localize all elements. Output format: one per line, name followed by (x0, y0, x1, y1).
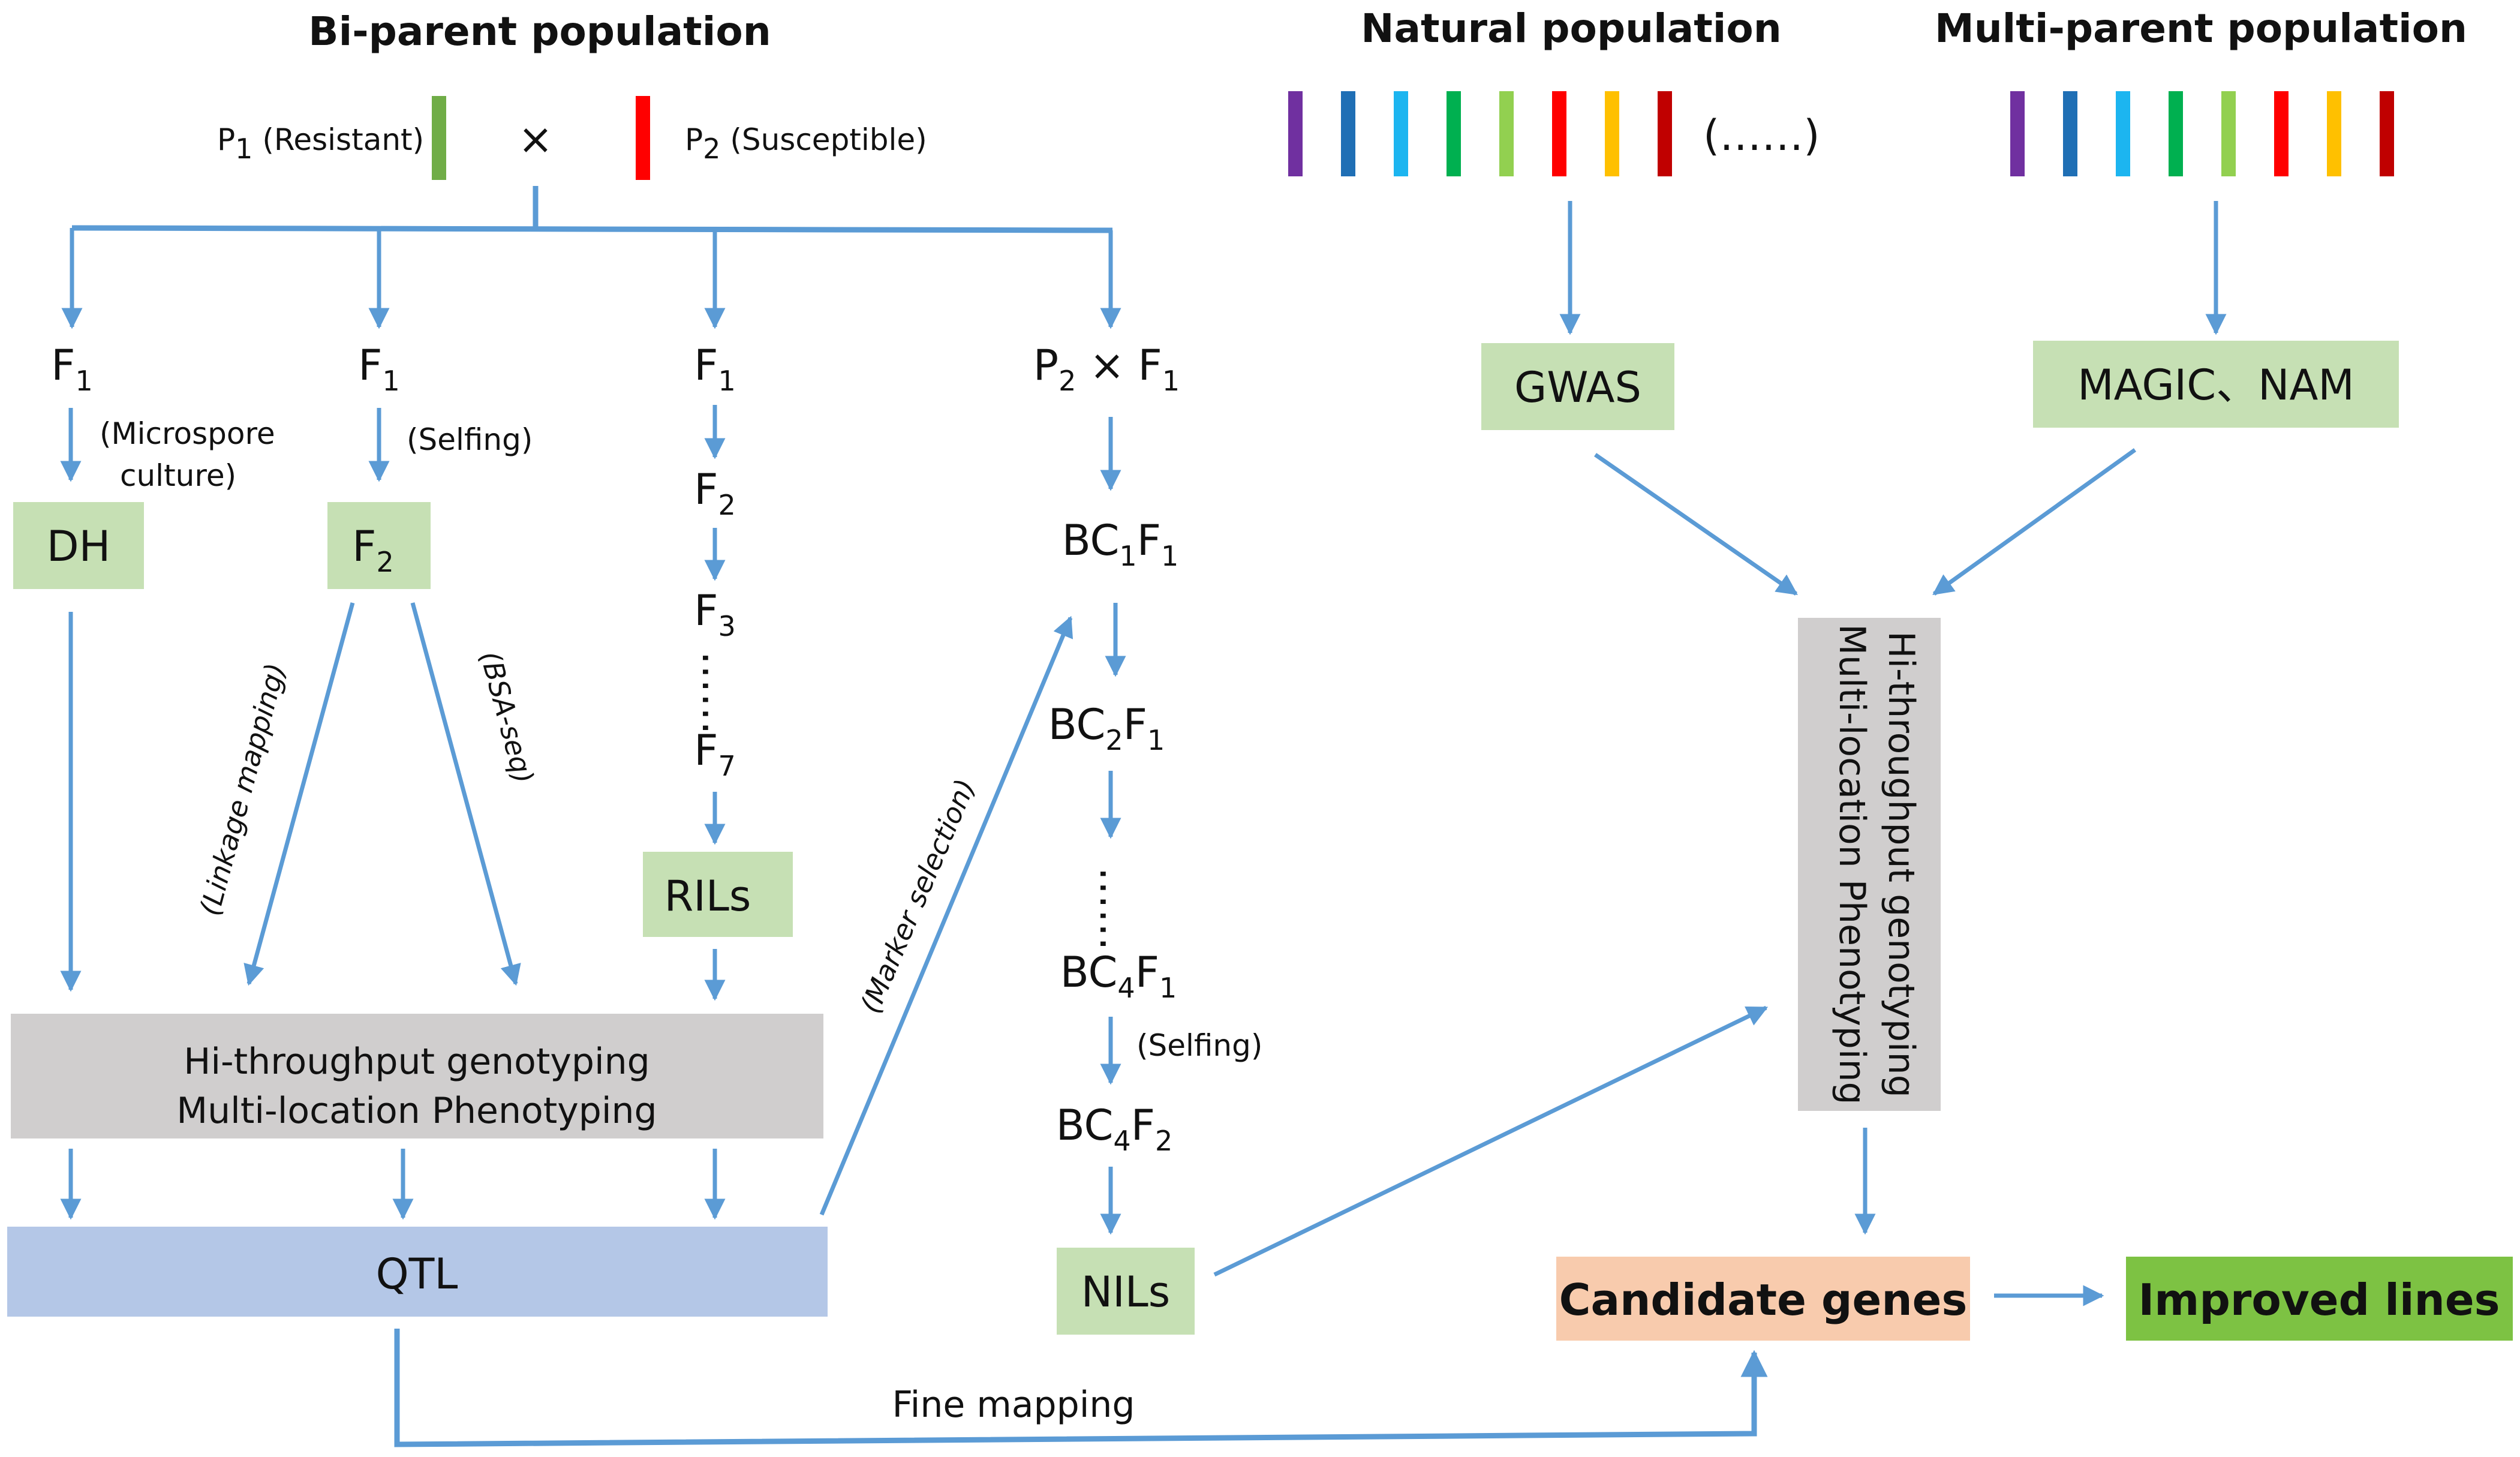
multiparent-population-bar-7 (2327, 91, 2341, 176)
gwas-box (1481, 343, 1674, 430)
fine-mapping-arrow (394, 1329, 1768, 1447)
f2-box (327, 502, 431, 589)
dh-box-label: DH (47, 522, 111, 571)
geno-pheno-box (11, 1014, 823, 1138)
dh-note-line1: (Microspore (100, 416, 275, 451)
ril-f7-label: F7 (694, 726, 736, 782)
heading-natural: Natural population (1361, 5, 1781, 52)
multiparent-population-bars (2010, 91, 2394, 176)
geno-to-qtl-arrows (60, 1149, 726, 1220)
bc1f1-label: BC1F1 (1062, 516, 1179, 572)
natural-population-bar-3 (1394, 91, 1408, 176)
natural-population-bar-2 (1341, 91, 1355, 176)
magic-nam-box (2033, 341, 2399, 428)
distribution-arrows (61, 228, 1121, 329)
vertical-geno-pheno-line2: Multi-location Phenotyping (1831, 624, 1873, 1104)
parent-2-bar (636, 96, 650, 180)
backcross-top-label: P2 × F1 (1033, 341, 1180, 397)
gwas-to-vertical-box-arrow (1594, 453, 1798, 596)
magic-nam-box-label: MAGIC、NAM (2077, 361, 2354, 410)
bc2f1-label: BC2F1 (1048, 700, 1165, 756)
marker-selection-arrow (819, 615, 1073, 1216)
natural-population-bar-7 (1605, 91, 1619, 176)
geno-pheno-line1: Hi-throughput genotyping (184, 1041, 650, 1083)
f2-branch-f1-label: F1 (358, 341, 400, 397)
natural-population-bar-6 (1552, 91, 1566, 176)
bc4-selfing-note: (Selfing) (1136, 1028, 1262, 1063)
linkage-mapping-arrow (243, 602, 355, 986)
dh-f1-label: F1 (51, 341, 93, 397)
qtl-box (7, 1227, 828, 1317)
natural-population-bar-5 (1499, 91, 1514, 176)
improved-lines-label: Improved lines (2139, 1275, 2500, 1325)
gwas-box-label: GWAS (1514, 363, 1641, 412)
improved-lines-box (2126, 1257, 2513, 1341)
vertical-geno-pheno-line1: Hi-throughput genotyping (1880, 631, 1922, 1098)
ril-f1-label: F1 (694, 341, 736, 397)
multiparent-population-bar-3 (2116, 91, 2130, 176)
multiparent-population-bar-5 (2221, 91, 2236, 176)
backcross-dots: …… (1090, 867, 1139, 951)
natural-population-bar-4 (1447, 91, 1461, 176)
candidate-genes-box (1556, 1257, 1970, 1341)
heading-biparent: Bi-parent population (308, 8, 771, 55)
geno-pheno-line2: Multi-location Phenotyping (176, 1090, 657, 1132)
dh-note-line2: culture) (120, 458, 236, 493)
candidate-genes-label: Candidate genes (1559, 1275, 1968, 1325)
rils-box (643, 852, 793, 937)
multiparent-population-bar-8 (2380, 91, 2394, 176)
heading-multiparent: Multi-parent population (1935, 5, 2467, 52)
rils-box-label: RILs (664, 872, 751, 921)
parent-2-label: P2 (Susceptible) (685, 122, 927, 165)
nils-to-vertical-box-arrow (1213, 1005, 1769, 1277)
f2-box-label: F2 (352, 522, 394, 578)
dh-box (13, 502, 144, 589)
natural-population-bars (1288, 91, 1672, 176)
parent-1-bar (432, 96, 446, 180)
bc4f1-label: BC4F1 (1060, 948, 1177, 1004)
natural-population-bar-8 (1658, 91, 1672, 176)
multiparent-population-bar-1 (2010, 91, 2025, 176)
f2-branch-selfing-note: (Selfing) (407, 422, 533, 457)
bsa-seq-label: (BSA-seq) (474, 648, 540, 787)
parent-1-label: P1 (Resistant) (217, 122, 424, 165)
qtl-box-label: QTL (376, 1249, 458, 1299)
natural-ellipsis: (……) (1703, 111, 1820, 160)
multiparent-population-bar-4 (2169, 91, 2183, 176)
vertical-geno-pheno-box (1798, 618, 1941, 1111)
bc4f2-label: BC4F2 (1056, 1101, 1173, 1157)
cross-symbol: × (518, 115, 554, 164)
natural-population-bar-1 (1288, 91, 1303, 176)
bsa-seq-arrow (410, 602, 521, 986)
multiparent-population-bar-6 (2274, 91, 2289, 176)
fine-mapping-label: Fine mapping (892, 1384, 1135, 1426)
multiparent-population-bar-2 (2063, 91, 2077, 176)
nils-box-label: NILs (1081, 1267, 1170, 1317)
ril-dots: …… (693, 651, 742, 735)
ril-f2-label: F2 (694, 465, 736, 521)
distribution-lines (71, 186, 1113, 233)
ril-f3-label: F3 (694, 586, 736, 642)
magic-to-vertical-box-arrow (1932, 448, 2137, 596)
nils-box (1057, 1248, 1195, 1335)
